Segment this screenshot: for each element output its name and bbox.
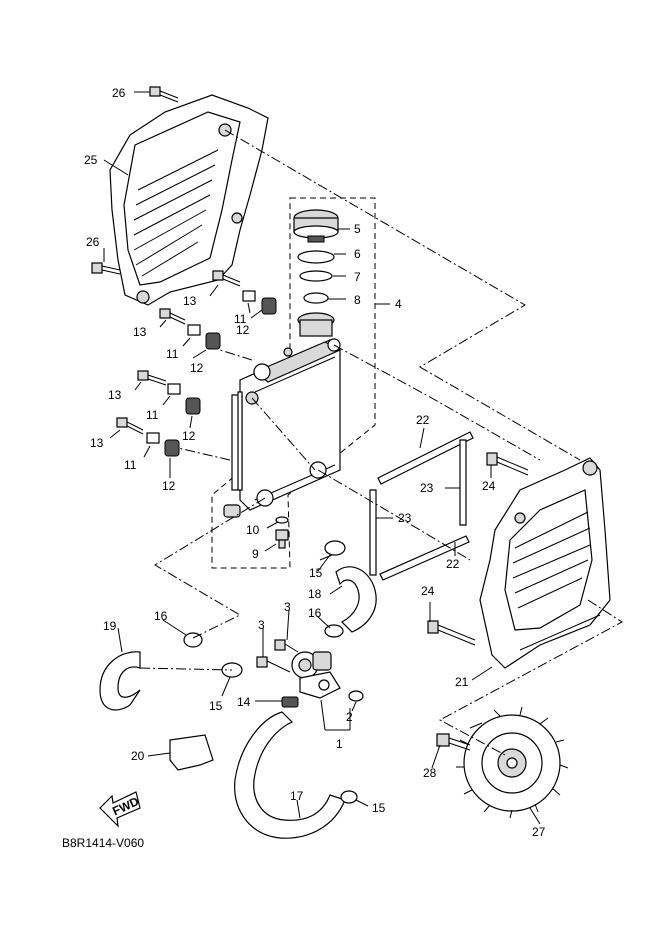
clip-14 (281, 696, 299, 708)
clamp-16-right (324, 624, 344, 638)
callout-26: 26 (112, 86, 126, 100)
callout-23: 23 (420, 481, 434, 495)
clamp-15-right (340, 790, 358, 804)
radiator-cap (293, 209, 339, 243)
drain-bolt (275, 529, 289, 549)
o-ring-2 (348, 690, 364, 702)
seal-22-lower (379, 535, 470, 581)
diagram-code-label: B8R1414-V060 (62, 836, 144, 850)
filler-neck (297, 312, 335, 337)
callout-24: 24 (482, 479, 496, 493)
callout-11: 11 (146, 408, 159, 422)
radiator-core (223, 338, 342, 518)
callout-18: 18 (308, 587, 322, 601)
mount-set-3 (137, 370, 201, 415)
fwd-direction-arrow: FWD (99, 791, 141, 828)
callout-2: 2 (346, 710, 353, 724)
callout-10: 10 (246, 523, 260, 537)
callout-14: 14 (237, 695, 251, 709)
callout-19: 19 (103, 619, 117, 633)
callout-26: 26 (86, 235, 100, 249)
mount-set-2 (159, 308, 221, 350)
callout-12: 12 (236, 323, 250, 337)
callout-9: 9 (252, 547, 259, 561)
callout-23: 23 (398, 511, 412, 525)
clamp-16-left (183, 632, 203, 648)
callout-22: 22 (446, 557, 460, 571)
callout-25: 25 (84, 153, 98, 167)
shroud-bolt-bottom (427, 620, 476, 646)
callout-12: 12 (182, 429, 196, 443)
air-shroud (479, 457, 611, 669)
callout-11: 11 (124, 458, 137, 472)
callout-1: 1 (336, 737, 343, 751)
callout-13: 13 (90, 436, 104, 450)
callout-leaders (103, 91, 541, 825)
callout-16: 16 (308, 606, 322, 620)
callout-17: 17 (290, 789, 304, 803)
callout-16: 16 (154, 609, 168, 623)
callout-22: 22 (416, 413, 430, 427)
cooling-fan (456, 706, 569, 819)
callout-27: 27 (532, 825, 546, 839)
shroud-bolt-top (486, 452, 529, 476)
callout-15: 15 (309, 566, 323, 580)
callout-3: 3 (258, 618, 265, 632)
seal-23-right (459, 439, 467, 526)
callout-8: 8 (354, 293, 361, 307)
callout-7: 7 (354, 270, 361, 284)
mount-set-1 (212, 270, 277, 315)
callout-21: 21 (455, 675, 469, 689)
thermostat-housing (291, 651, 341, 699)
callout-numbers: 26 25 26 5 6 7 8 4 13 11 12 13 11 12 13 … (62, 86, 546, 850)
o-ring-6 (297, 250, 335, 264)
callout-15: 15 (372, 801, 386, 815)
o-ring-8 (303, 292, 329, 304)
callout-4: 4 (395, 297, 402, 311)
callout-6: 6 (354, 247, 361, 261)
housing-bolt-b (256, 656, 291, 673)
cover-bolt-side (91, 262, 121, 275)
seal-23-left (369, 489, 377, 576)
callout-11: 11 (166, 347, 179, 361)
clamp-15-top (324, 540, 346, 556)
callout-13: 13 (133, 325, 147, 339)
callout-11: 11 (234, 312, 247, 326)
o-ring-7 (299, 270, 333, 282)
drain-washer (275, 516, 289, 524)
hose-bracket (169, 734, 214, 771)
hose-19 (99, 651, 141, 711)
housing-bolt-a (274, 639, 299, 653)
callout-5: 5 (354, 222, 361, 236)
callout-24: 24 (421, 584, 435, 598)
callout-12: 12 (190, 361, 204, 375)
fan-bolt (436, 733, 471, 751)
callout-15: 15 (209, 699, 223, 713)
mount-set-4 (116, 417, 180, 457)
callout-12: 12 (162, 479, 176, 493)
callout-3: 3 (284, 600, 291, 614)
cover-bolt-top (149, 86, 179, 103)
callout-13: 13 (183, 294, 197, 308)
callout-13: 13 (108, 388, 122, 402)
radiator-cover (109, 94, 269, 306)
callout-20: 20 (131, 749, 145, 763)
hose-17 (234, 711, 346, 839)
callout-28: 28 (423, 766, 437, 780)
seal-22-upper (377, 431, 474, 485)
assembly-reference-lines (139, 129, 623, 756)
hose-18 (335, 566, 377, 633)
